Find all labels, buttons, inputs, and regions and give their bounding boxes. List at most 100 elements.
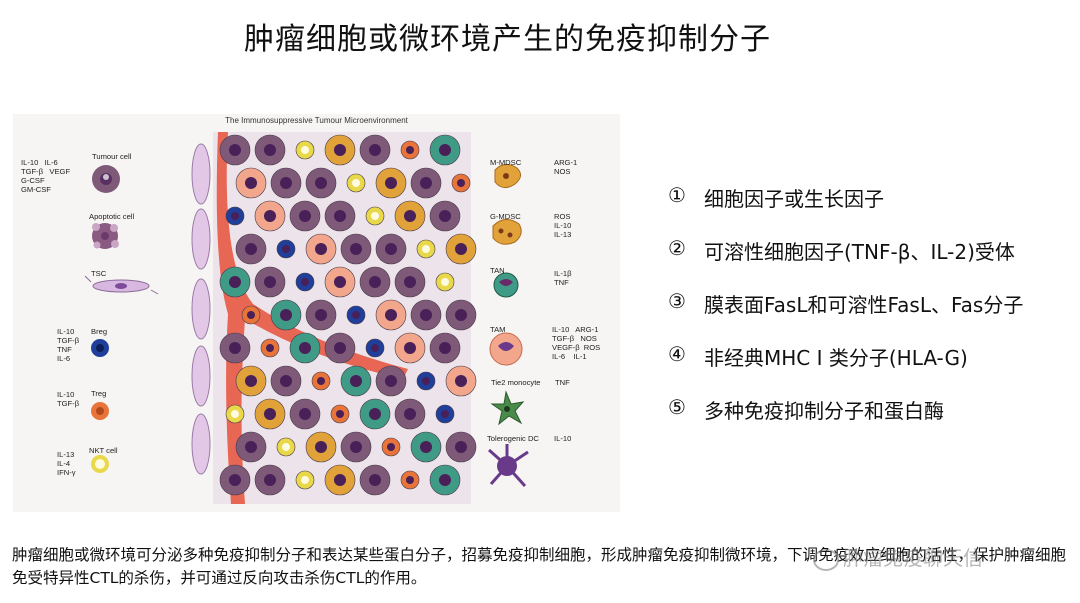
- cell-nucleus: [420, 441, 432, 453]
- cell-nucleus: [369, 408, 381, 420]
- cell-nucleus: [280, 375, 292, 387]
- cell-nucleus: [385, 375, 397, 387]
- cell-nucleus: [299, 342, 311, 354]
- list-number: ②: [668, 236, 686, 260]
- tan-icon: [493, 272, 519, 298]
- list-item: ④ 非经典MHC I 类分子(HLA-G): [668, 342, 1068, 395]
- tam-icon: [489, 332, 523, 366]
- cell-nucleus: [231, 410, 239, 418]
- treg-factors: IL-10 TGF-β: [57, 390, 80, 408]
- cell-nucleus: [350, 243, 362, 255]
- cell-nucleus: [315, 441, 327, 453]
- cell-nucleus: [282, 443, 290, 451]
- cell-nucleus: [282, 245, 290, 253]
- tumour-cells: [219, 134, 477, 496]
- tam-factors: IL-10 ARG-1 TGF-β NOS VEGF-β ROS IL-6 IL…: [552, 325, 601, 361]
- nkt-cell-factors: IL-13 IL-4 IFN-γ: [57, 450, 76, 477]
- cell-nucleus: [334, 210, 346, 222]
- list-text: 多种免疫抑制分子和蛋白酶: [704, 399, 944, 423]
- cell-nucleus: [264, 408, 276, 420]
- list-text: 非经典MHC I 类分子(HLA-G): [704, 346, 968, 370]
- tie2-monocyte-label: Tie2 monocyte: [491, 378, 541, 387]
- cell-nucleus: [369, 144, 381, 156]
- cell-nucleus: [299, 408, 311, 420]
- cell-nucleus: [387, 443, 395, 451]
- cell-nucleus: [245, 375, 257, 387]
- cell-nucleus: [301, 278, 309, 286]
- tsc-icon: [84, 275, 159, 295]
- cell-nucleus: [385, 177, 397, 189]
- cell-nucleus: [334, 144, 346, 156]
- cell-nucleus: [439, 144, 451, 156]
- cell-nucleus: [317, 377, 325, 385]
- cell-nucleus: [336, 410, 344, 418]
- g-mdsc-icon: [492, 219, 522, 245]
- list-number: ③: [668, 289, 686, 313]
- cell-nucleus: [455, 243, 467, 255]
- breg-factors: IL-10 TGF-β TNF IL-6: [57, 327, 80, 363]
- m-mdsc-factors: ARG-1 NOS: [554, 158, 578, 176]
- cell-nucleus: [457, 179, 465, 187]
- figure-illustration: [84, 132, 529, 504]
- g-mdsc-label: G-MDSC: [490, 212, 521, 221]
- tsc-label: TSC: [91, 269, 107, 278]
- list-item: ② 可溶性细胞因子(TNF-β、IL-2)受体: [668, 236, 1068, 289]
- cell-nucleus: [229, 144, 241, 156]
- list-text: 细胞因子或生长因子: [704, 187, 884, 211]
- cell-nucleus: [264, 474, 276, 486]
- list-item: ⑤ 多种免疫抑制分子和蛋白酶: [668, 395, 1068, 448]
- tolerogenic-dc-factors: IL-10: [554, 434, 572, 443]
- cell-nucleus: [229, 474, 241, 486]
- m-mdsc-label: M-MDSC: [490, 158, 522, 167]
- tan-label: TAN: [490, 266, 505, 275]
- cell-nucleus: [455, 309, 467, 321]
- list-text: 可溶性细胞因子(TNF-β、IL-2)受体: [704, 240, 1015, 264]
- cell-nucleus: [404, 276, 416, 288]
- list-text: 膜表面FasL和可溶性FasL、Fas分子: [704, 293, 1024, 317]
- cell-nucleus: [229, 342, 241, 354]
- list-number: ①: [668, 183, 686, 207]
- cell-nucleus: [420, 309, 432, 321]
- tumour-cell-icon: [92, 165, 120, 193]
- slide-title: 肿瘤细胞或微环境产生的免疫抑制分子: [244, 22, 771, 57]
- cell-nucleus: [455, 441, 467, 453]
- cell-nucleus: [264, 276, 276, 288]
- tumour-microenvironment-figure: The Immunosuppressive Tumour Microenviro…: [13, 114, 620, 512]
- vessel-wall: [191, 143, 211, 475]
- cell-nucleus: [334, 342, 346, 354]
- wechat-icon: [813, 548, 839, 571]
- treg-label: Treg: [91, 389, 107, 398]
- tolerogenic-dc-label: Tolerogenic DC: [487, 434, 539, 443]
- tan-factors: IL-1β TNF: [554, 269, 572, 287]
- cell-nucleus: [406, 476, 414, 484]
- cell-nucleus: [441, 410, 449, 418]
- cell-nucleus: [315, 309, 327, 321]
- cell-nucleus: [369, 474, 381, 486]
- cell-nucleus: [350, 375, 362, 387]
- cell-nucleus: [299, 210, 311, 222]
- cell-nucleus: [404, 408, 416, 420]
- tumour-cell-factors: IL-10 IL-6 TGF-β VEGF G-CSF GM-CSF: [21, 158, 71, 194]
- cell-nucleus: [441, 278, 449, 286]
- cell-nucleus: [334, 276, 346, 288]
- caption-text: 肿瘤细胞或微环境可分泌多种免疫抑制分子和表达某些蛋白分子，招募免疫抑制细胞，形成…: [12, 546, 1067, 587]
- cell-nucleus: [439, 210, 451, 222]
- cell-nucleus: [404, 342, 416, 354]
- cell-nucleus: [422, 377, 430, 385]
- cell-nucleus: [352, 311, 360, 319]
- cell-nucleus: [420, 177, 432, 189]
- tolerogenic-dc-icon: [488, 444, 529, 488]
- cell-nucleus: [264, 144, 276, 156]
- cell-nucleus: [352, 179, 360, 187]
- cell-nucleus: [266, 344, 274, 352]
- cell-nucleus: [334, 474, 346, 486]
- cell-nucleus: [371, 344, 379, 352]
- cell-nucleus: [455, 375, 467, 387]
- cell-nucleus: [280, 177, 292, 189]
- cell-nucleus: [264, 210, 276, 222]
- cell-nucleus: [404, 210, 416, 222]
- cell-nucleus: [315, 243, 327, 255]
- cell-nucleus: [301, 476, 309, 484]
- cell-nucleus: [385, 243, 397, 255]
- m-mdsc-icon: [494, 164, 521, 188]
